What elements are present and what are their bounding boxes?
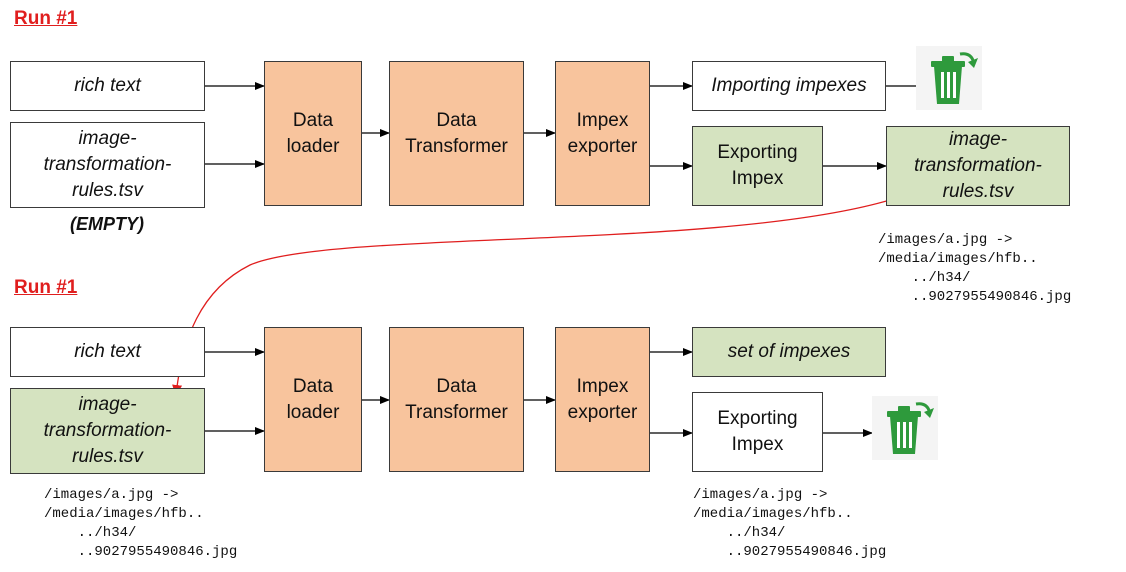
recycle-bin-icon xyxy=(872,396,938,460)
run2-rules-input: image- transformation- rules.tsv xyxy=(10,388,205,474)
run2-rich-text-input: rich text xyxy=(10,327,205,377)
run1-output-rules: image- transformation- rules.tsv xyxy=(886,126,1070,206)
run2-input-note: /images/a.jpg -> /media/images/hfb.. ../… xyxy=(44,487,238,560)
run2-output-note: /images/a.jpg -> /media/images/hfb.. ../… xyxy=(693,487,887,560)
run2-set-of-impexes: set of impexes xyxy=(692,327,886,377)
run1-empty-label: (EMPTY) xyxy=(70,214,144,234)
run1-data-transformer: Data Transformer xyxy=(389,61,524,206)
run1-rich-text-input: rich text xyxy=(10,61,205,111)
run2-exporting-impex: Exporting Impex xyxy=(692,392,823,472)
run2-data-transformer: Data Transformer xyxy=(389,327,524,472)
run1-rules-input: image- transformation- rules.tsv xyxy=(10,122,205,208)
run2-impex-exporter: Impex exporter xyxy=(555,327,650,472)
run1-label: Run #1 xyxy=(14,8,78,29)
run2-label: Run #1 xyxy=(14,277,78,298)
run1-output-note: /images/a.jpg -> /media/images/hfb.. ../… xyxy=(878,232,1072,305)
run1-exporting-impex: Exporting Impex xyxy=(692,126,823,206)
recycle-bin-icon xyxy=(916,46,982,110)
run1-impex-exporter: Impex exporter xyxy=(555,61,650,206)
run1-data-loader: Data loader xyxy=(264,61,362,206)
feedback-arrow xyxy=(172,199,891,396)
run2-data-loader: Data loader xyxy=(264,327,362,472)
run1-importing-impexes: Importing impexes xyxy=(692,61,886,111)
